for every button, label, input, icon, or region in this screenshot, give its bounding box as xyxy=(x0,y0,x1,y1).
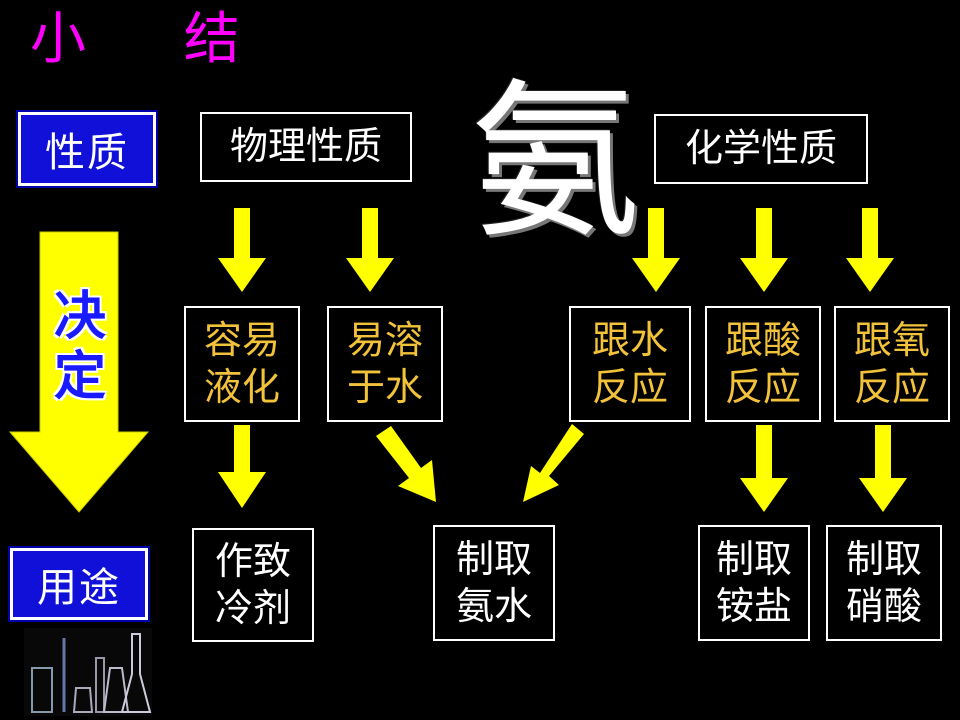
property-react-oxygen: 跟氧 反应 xyxy=(834,306,950,422)
arrow-chem-acid xyxy=(740,208,788,292)
uses-label: 用途 xyxy=(8,546,150,622)
physical-properties-header: 物理性质 xyxy=(200,112,412,182)
property-react-acid: 跟酸 反应 xyxy=(705,306,821,422)
page-title: 小 结 xyxy=(30,7,280,72)
flasks-image xyxy=(24,628,152,716)
use-nitric-acid: 制取 硝酸 xyxy=(826,525,942,641)
chemical-properties-header: 化学性质 xyxy=(654,114,868,184)
arrow-phys-liquefy xyxy=(218,208,266,292)
property-react-acid-text: 跟酸 反应 xyxy=(724,317,801,410)
property-react-water-text: 跟水 反应 xyxy=(591,317,668,410)
property-react-water: 跟水 反应 xyxy=(569,306,691,422)
arrow-soluble-ammoniawater xyxy=(376,426,436,502)
arrow-water-ammoniawater xyxy=(523,424,584,502)
use-refrigerant: 作致 冷剂 xyxy=(192,528,314,642)
determines-label: 决 定 xyxy=(53,287,106,407)
arrow-oxygen-nitric xyxy=(859,425,907,512)
use-refrigerant-text: 作致 冷剂 xyxy=(214,538,291,631)
arrow-acid-salt xyxy=(740,425,788,512)
property-soluble-water: 易溶 于水 xyxy=(327,306,443,422)
use-ammonia-water-text: 制取 氨水 xyxy=(455,536,532,629)
property-soluble-water-text: 易溶 于水 xyxy=(346,317,423,410)
property-easy-liquefy-text: 容易 液化 xyxy=(203,317,280,410)
arrow-chem-water xyxy=(632,208,680,292)
arrow-phys-soluble xyxy=(346,208,394,292)
arrow-liquefy-refrigerant xyxy=(218,425,266,508)
property-easy-liquefy: 容易 液化 xyxy=(184,306,300,422)
use-ammonium-salt: 制取 铵盐 xyxy=(698,525,810,641)
arrow-chem-oxygen xyxy=(846,208,894,292)
use-ammonium-salt-text: 制取 铵盐 xyxy=(715,536,792,629)
chemical-properties-header-text: 化学性质 xyxy=(684,126,837,171)
ammonia-character: 氨 xyxy=(470,64,641,262)
property-react-oxygen-text: 跟氧 反应 xyxy=(853,317,930,410)
determine-big-arrow xyxy=(8,231,150,513)
use-ammonia-water: 制取 氨水 xyxy=(433,525,555,641)
properties-label: 性质 xyxy=(16,110,158,188)
use-nitric-acid-text: 制取 硝酸 xyxy=(845,536,922,629)
physical-properties-header-text: 物理性质 xyxy=(229,124,382,169)
